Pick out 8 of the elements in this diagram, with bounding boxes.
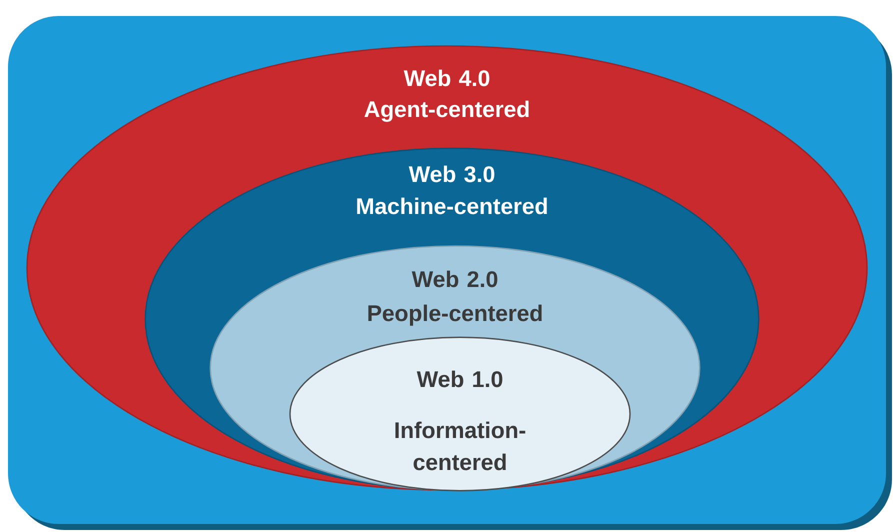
- ellipse-label: Web 3.0: [408, 166, 494, 182]
- ellipse-label: Web 2.0: [412, 270, 498, 288]
- ellipse-label: Information-centered: [395, 422, 526, 470]
- ellipse-label: Agent-centered: [364, 100, 529, 122]
- ellipse-label: People-centered: [368, 304, 542, 326]
- ellipse-label: Machine-centered: [357, 198, 547, 214]
- ellipse-label: Web 1.0: [416, 370, 502, 388]
- ellipse-label: Web 4.0: [404, 70, 490, 86]
